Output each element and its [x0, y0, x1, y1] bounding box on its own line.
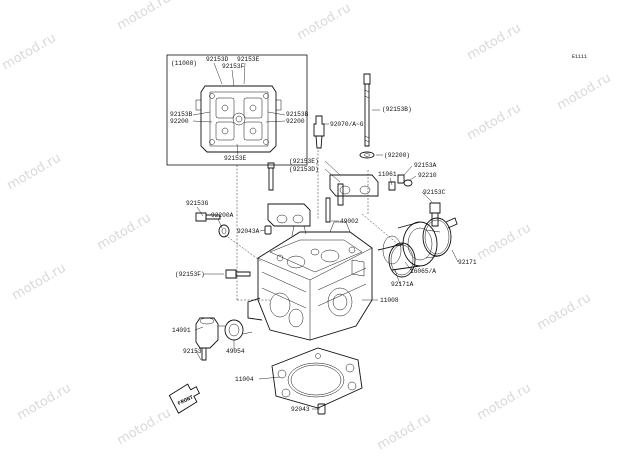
callout-label: 92171A: [391, 281, 414, 288]
hose-clamp: [422, 217, 458, 257]
cylinder-head: [247, 221, 373, 341]
bolt: [388, 174, 413, 191]
watermark: motod.ru: [0, 31, 59, 74]
watermark: motod.ru: [95, 211, 154, 254]
watermark: motod.ru: [475, 381, 534, 424]
inset-label: 92200: [170, 118, 189, 125]
callout-label: 92153C: [423, 189, 446, 196]
callout-label: 49054: [226, 348, 245, 355]
stud-bolt: [363, 73, 371, 147]
callout-label: 11061: [378, 171, 397, 178]
head-gasket: [271, 347, 363, 409]
watermark: motod.ru: [465, 101, 524, 144]
callout-label: 92043: [291, 406, 310, 413]
callout-label: 92200A: [211, 212, 234, 219]
watermark: motod.ru: [10, 261, 69, 304]
watermark: motod.ru: [475, 221, 534, 264]
inset-label: 92153F: [222, 63, 245, 70]
callout-label: 49002: [340, 218, 359, 225]
thermostat: [218, 319, 253, 341]
callout-labels: (92153B) 92070/A~G (92200) (92153E) (921…: [172, 106, 477, 413]
inset-label: 92200: [286, 118, 305, 125]
watermark: motod.ru: [115, 406, 174, 449]
watermark: motod.ru: [535, 291, 594, 334]
leader-lines: [194, 109, 459, 410]
inset-panel: (11008) 92153D 92153E 92153F 92153B 9220…: [166, 54, 309, 166]
front-arrow-icon: FRONT: [168, 383, 201, 414]
callout-label: (92153E): [289, 158, 319, 165]
callout-label: 92043A: [237, 228, 260, 235]
watermark: motod.ru: [5, 151, 64, 194]
reference-code: E1111: [572, 54, 587, 60]
callout-label: 11008: [380, 297, 399, 304]
inset-label: 92153E: [237, 56, 260, 63]
dowel-pin: [317, 403, 326, 415]
inset-label: 92153D: [206, 56, 229, 63]
callout-label: (92153F): [175, 271, 205, 278]
bolt: [429, 202, 441, 227]
bolt: [195, 212, 230, 238]
watermark: motod.ru: [115, 0, 174, 33]
callout-label: 16065/A: [410, 268, 436, 275]
dowel-pin: [264, 225, 272, 235]
spark-plug: [313, 115, 325, 149]
callout-label: 92153: [183, 348, 202, 355]
callout-label: (92153B): [382, 106, 412, 113]
watermark: motod.ru: [555, 71, 614, 114]
hose-clamp: [388, 242, 416, 278]
callout-label: 11004: [235, 376, 254, 383]
callout-label: (92200): [384, 152, 410, 159]
watermark: motod.ru: [375, 411, 434, 454]
bolt: [225, 269, 251, 279]
inset-label: 92153B: [170, 111, 193, 118]
washer: [359, 151, 375, 159]
inset-title: (11008): [171, 60, 197, 67]
camshaft-cap: [267, 203, 311, 227]
stud-bolt: [267, 162, 344, 223]
watermark: motod.ru: [465, 21, 524, 64]
callout-label: 92210: [418, 172, 437, 179]
watermark: motod.ru: [15, 381, 74, 424]
callout-label: 92171: [458, 259, 477, 266]
callout-label: (92153D): [289, 166, 319, 173]
inset-label: 92153B: [286, 111, 309, 118]
intake-holder: [377, 221, 441, 271]
callout-label: 14091: [172, 327, 191, 334]
callout-label: 92153G: [186, 200, 209, 207]
water-fitting: [195, 317, 219, 361]
inset-label: 92153E: [224, 155, 247, 162]
callout-label: 92153A: [414, 162, 437, 169]
camshaft-cap: [329, 174, 379, 197]
watermark: motod.ru: [295, 1, 354, 44]
callout-label: 92070/A~G: [330, 121, 364, 128]
